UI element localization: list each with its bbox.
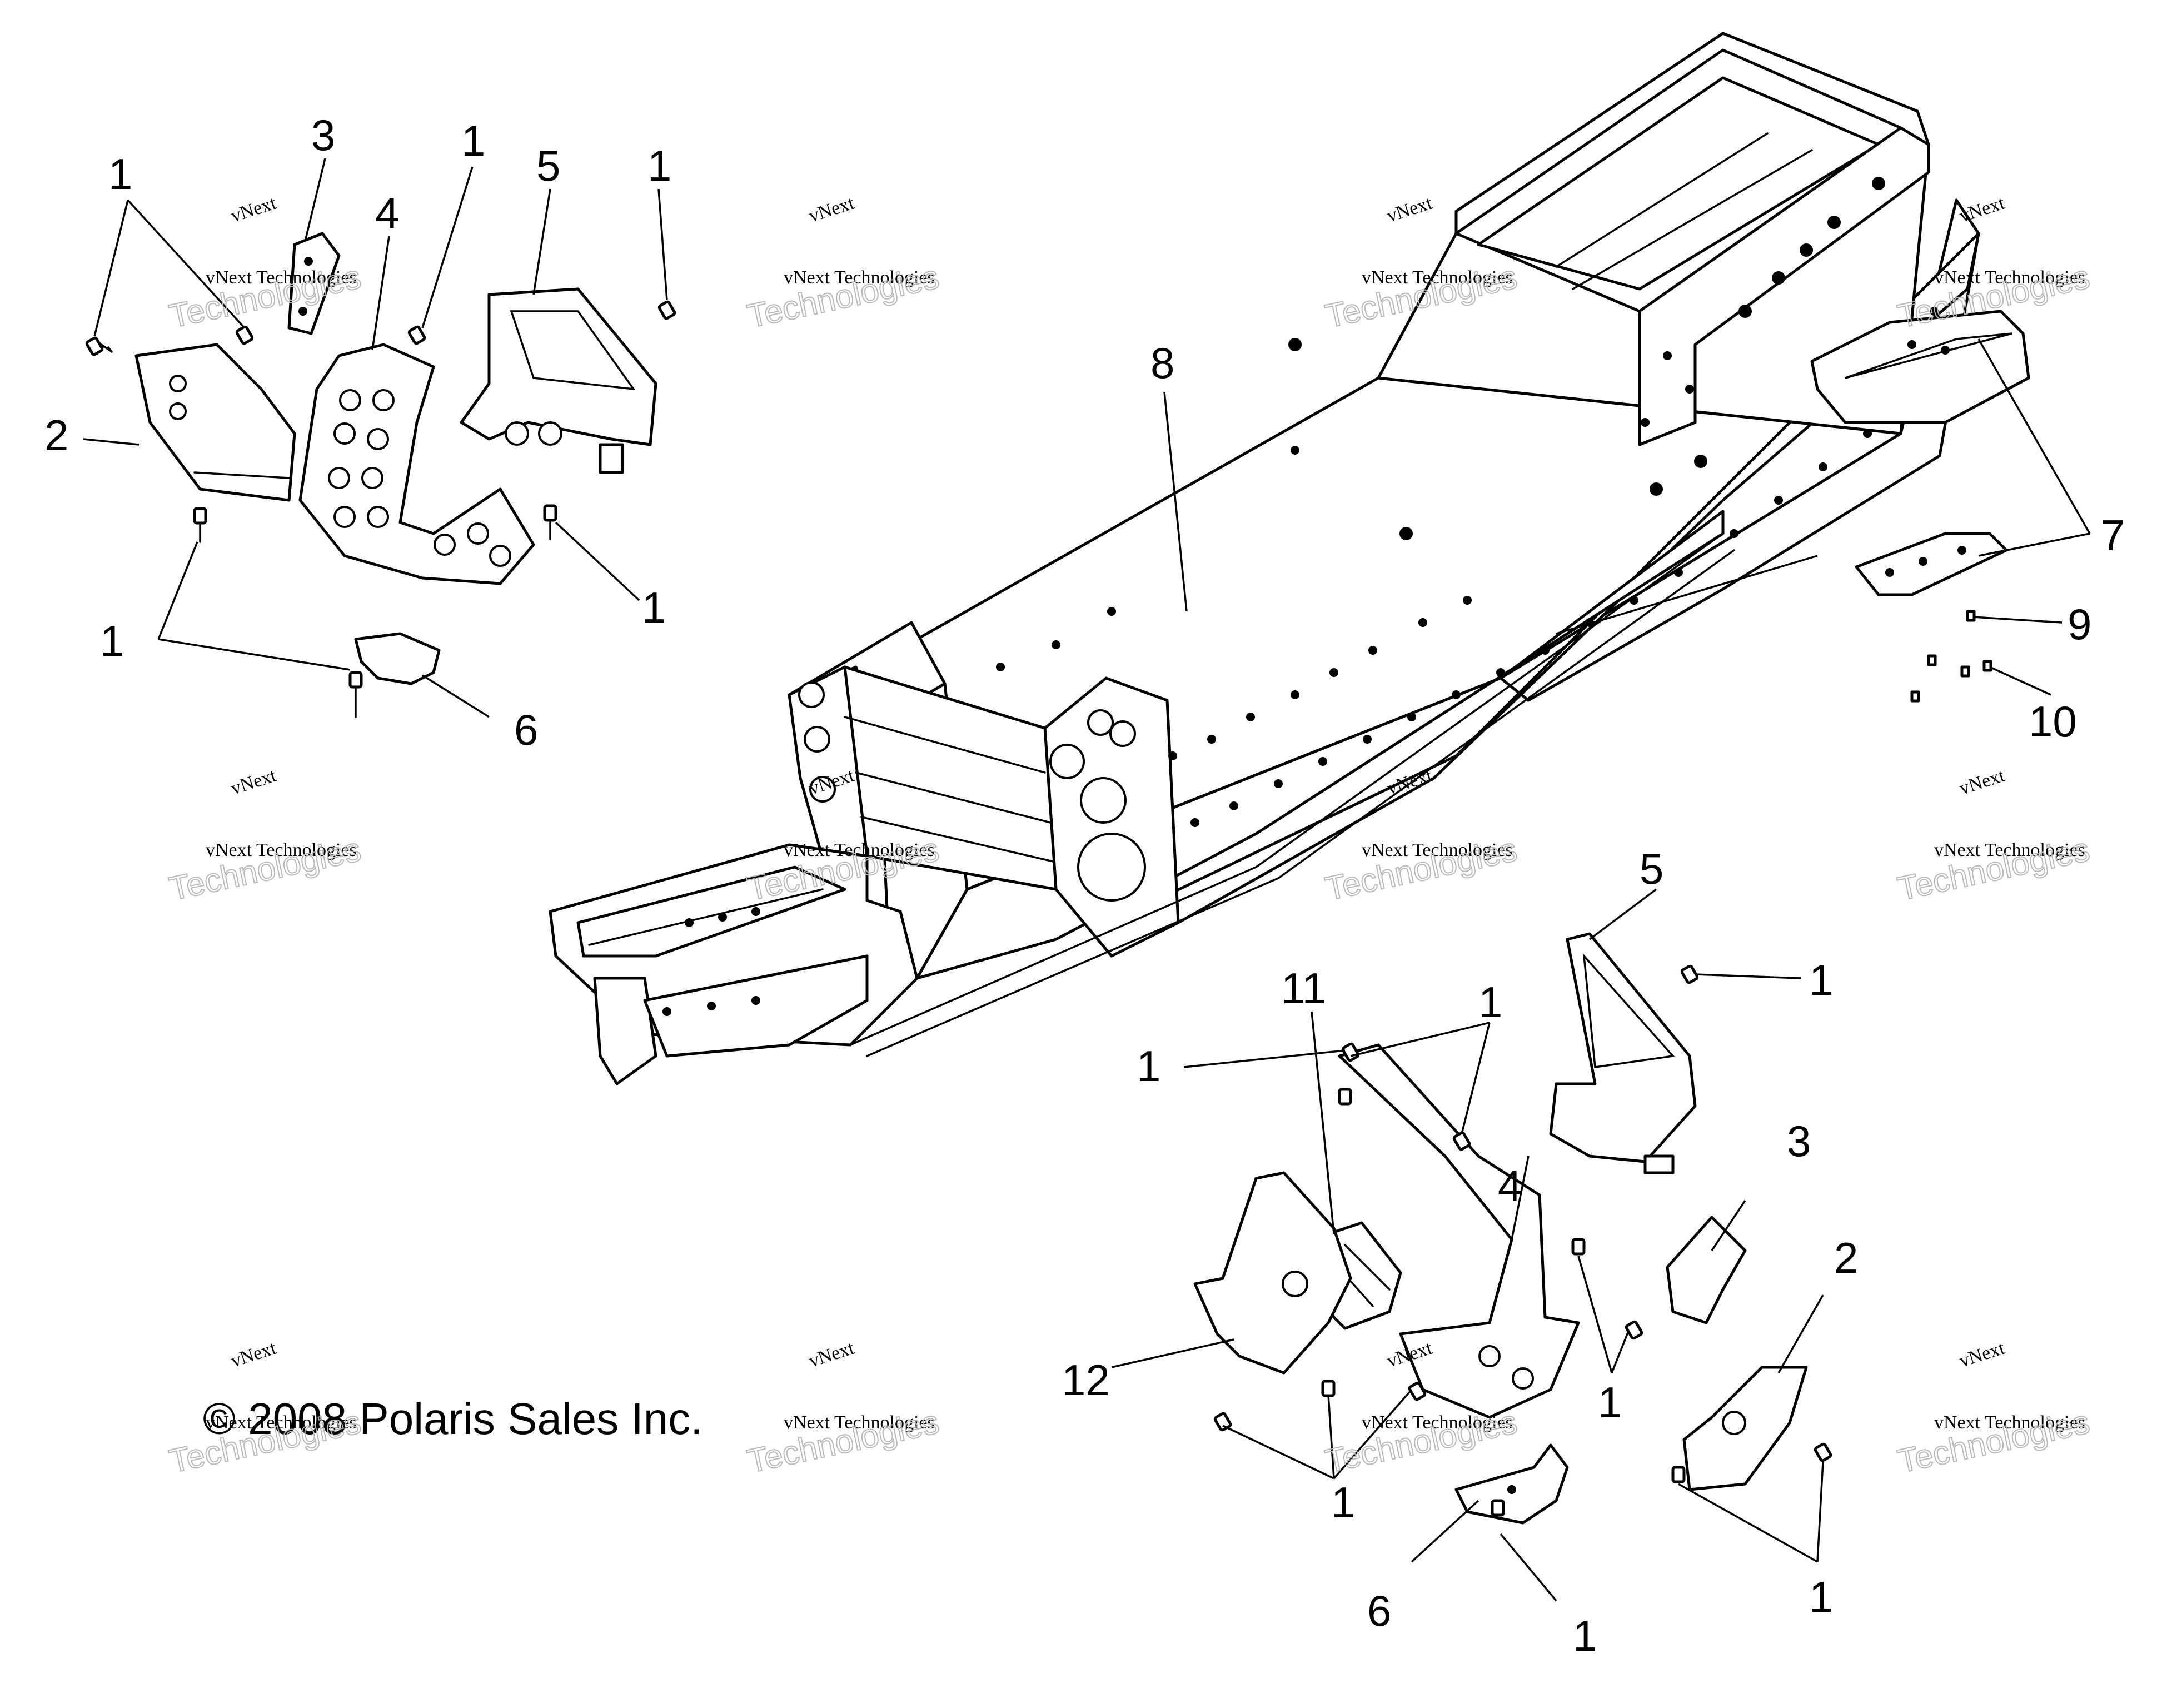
callout-1: 1 [461, 116, 485, 165]
watermark-brand: vNext [228, 1338, 279, 1372]
callout-5: 5 [1640, 844, 1663, 893]
watermark-company: vNext Technologies [1362, 1412, 1513, 1433]
watermark: vNext vNext Technologies Technologies [1894, 765, 2094, 908]
callout-9: 9 [2068, 600, 2091, 649]
watermark-brand: vNext [228, 193, 279, 227]
part-6-clip-right [1454, 1443, 1569, 1525]
callout-1: 1 [1809, 1572, 1833, 1621]
callout-11: 11 [1281, 964, 1326, 1013]
callout-1: 1 [108, 150, 132, 198]
part-2-bracket-left [134, 343, 296, 502]
callout-6: 6 [514, 705, 538, 754]
rivets-right [1213, 964, 1832, 1517]
watermark-brand: vNext [1957, 1338, 2007, 1372]
watermark-company: vNext Technologies [206, 1412, 357, 1433]
watermark: vNext vNext Technologies Technologies [1322, 765, 1521, 908]
callout-2: 2 [1834, 1233, 1858, 1282]
callout-1: 1 [1331, 1478, 1355, 1527]
watermark: vNext vNext Technologies Technologies [744, 193, 943, 336]
callout-2: 2 [44, 411, 68, 460]
part-3-strap-right [1666, 1216, 1747, 1324]
callout-3: 3 [311, 111, 335, 160]
callout-3: 3 [1787, 1117, 1811, 1166]
callout-1: 1 [100, 616, 124, 665]
watermark-company: vNext Technologies [206, 267, 357, 288]
callout-1: 1 [1573, 1611, 1597, 1660]
part-12-shield [1193, 1171, 1352, 1375]
callout-12: 12 [1062, 1356, 1110, 1405]
watermark-brand: vNext [228, 765, 279, 799]
copyright-notice: © 2008 Polaris Sales Inc. [203, 1394, 703, 1443]
watermark: vNext vNext Technologies Technologies [166, 765, 365, 908]
callout-1: 1 [1478, 978, 1502, 1027]
watermark-brand: vNext [1957, 765, 2007, 799]
part-7-cover [1810, 310, 2030, 703]
callout-1: 1 [647, 141, 671, 190]
callout-labels: 1 3 4 1 5 1 2 1 1 6 8 7 9 10 5 1 11 1 1 … [44, 111, 2125, 1660]
callout-1: 1 [1809, 955, 1833, 1004]
callout-1: 1 [642, 583, 666, 632]
callout-10: 10 [2029, 697, 2077, 746]
part-3-strap-left [287, 232, 341, 335]
watermark-company: vNext Technologies [1362, 840, 1513, 860]
watermark-brand: vNext [1384, 193, 1435, 227]
watermark-company: vNext Technologies [1934, 1412, 2085, 1433]
part-4-footrest-right [1338, 1043, 1580, 1419]
callout-6: 6 [1367, 1586, 1391, 1635]
callout-5: 5 [536, 141, 560, 190]
callout-1: 1 [1598, 1378, 1622, 1427]
callout-8: 8 [1150, 338, 1174, 387]
part-5-heat-shield-left [460, 287, 657, 474]
watermark-company: vNext Technologies [1934, 840, 2085, 860]
part-2-bracket-right [1682, 1366, 1808, 1491]
watermark-brand: vNext [806, 193, 857, 227]
part-6-clip-left [354, 632, 441, 685]
part-5-heat-shield-right [1549, 932, 1697, 1174]
leader-lines [83, 158, 2091, 1602]
callout-7: 7 [2101, 511, 2125, 560]
watermark: vNext vNext Technologies Technologies [166, 193, 365, 336]
watermark: vNext vNext Technologies Technologies [1894, 193, 2094, 336]
watermark: vNext vNext Technologies Technologies [744, 1338, 943, 1481]
watermark-company: vNext Technologies [784, 840, 935, 860]
watermark-company: vNext Technologies [1934, 267, 2085, 288]
callout-1: 1 [1137, 1042, 1160, 1090]
watermark-company: vNext Technologies [784, 267, 935, 288]
watermark-brand: vNext [1957, 193, 2007, 227]
chassis-frame [549, 32, 1980, 1085]
watermark-company: vNext Technologies [1362, 267, 1513, 288]
watermark-company: vNext Technologies [206, 840, 357, 860]
watermark-brand: vNext [806, 1338, 857, 1372]
part-4-footrest-left [298, 343, 535, 585]
rivets-left [85, 300, 676, 718]
watermark: vNext vNext Technologies Technologies [1894, 1338, 2094, 1481]
callout-4: 4 [375, 188, 399, 237]
callout-4: 4 [1498, 1161, 1522, 1210]
watermark-company: vNext Technologies [784, 1412, 935, 1433]
